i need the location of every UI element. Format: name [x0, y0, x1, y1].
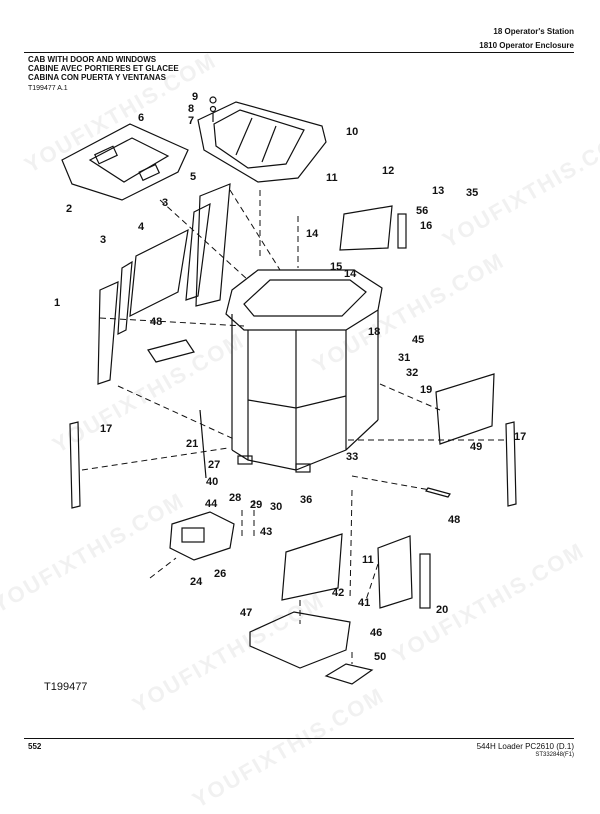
callout-24: 24: [190, 576, 203, 588]
floor-window-42: [281, 533, 343, 601]
callout-20: 20: [436, 604, 449, 616]
callout-11b: 11: [362, 554, 374, 566]
strip-20: [419, 553, 431, 609]
callout-26: 26: [214, 568, 227, 580]
callout-18: 18: [368, 326, 381, 338]
callout-12: 12: [382, 165, 395, 177]
callout-19: 19: [420, 384, 433, 396]
side-glass-4: [129, 228, 189, 318]
callout-10: 10: [346, 126, 359, 138]
callout-33: 33: [346, 451, 359, 463]
model-code: 544H Loader PC2610 (D.1): [476, 742, 574, 751]
callout-8: 8: [188, 103, 195, 115]
callout-41: 41: [358, 597, 371, 609]
callout-15: 15: [330, 261, 343, 273]
callout-5: 5: [190, 171, 197, 183]
callout-45: 45: [412, 334, 425, 346]
exploded-parts-diagram: [61, 96, 517, 685]
callout-44: 44: [205, 498, 218, 510]
document-number: ST332848(F1): [535, 752, 574, 758]
callout-29: 29: [250, 499, 263, 511]
callout-35: 35: [466, 187, 479, 199]
callout-36: 36: [300, 494, 313, 506]
callout-9: 9: [192, 91, 199, 103]
page-number: 552: [28, 742, 42, 751]
callout-32: 32: [406, 367, 419, 379]
callout-46: 46: [370, 627, 383, 639]
rear-glass-panel-1: [97, 281, 119, 385]
roof-panel: [197, 101, 327, 183]
mount-bracket: [169, 511, 235, 561]
callout-50: 50: [374, 651, 387, 663]
callout-49: 49: [470, 441, 483, 453]
callout-30: 30: [270, 501, 283, 513]
figure-label: T199477: [44, 681, 88, 693]
callout-3b: 3: [100, 234, 107, 246]
callout-4: 4: [138, 221, 145, 233]
plate-46: [249, 611, 351, 669]
pillar-right: [505, 421, 517, 507]
title-english: CAB WITH DOOR AND WINDOWS: [28, 55, 157, 64]
callout-14b: 14: [344, 268, 357, 280]
callout-56: 56: [416, 205, 429, 217]
callout-3: 3: [162, 197, 169, 209]
callout-28: 28: [229, 492, 242, 504]
callout-7: 7: [188, 115, 195, 127]
callout-27: 27: [208, 459, 221, 471]
strip-56: [397, 213, 407, 249]
rear-glass-panel-3: [117, 260, 133, 336]
callout-42: 42: [332, 587, 345, 599]
cab-frame: [225, 269, 383, 473]
callout-13: 13: [432, 185, 445, 197]
callout-47: 47: [240, 607, 253, 619]
callout-31: 31: [398, 352, 411, 364]
figure-ref-top: T199477 A.1: [28, 85, 68, 92]
callout-16: 16: [420, 220, 433, 232]
callout-1: 1: [54, 297, 61, 309]
strip-48b: [425, 487, 451, 498]
group-title: 1810 Operator Enclosure: [479, 41, 574, 50]
callout-11: 11: [326, 172, 338, 184]
pillar-left: [69, 421, 81, 509]
callout-17: 17: [100, 423, 113, 435]
side-glass-5: [195, 183, 231, 307]
door-41: [377, 535, 413, 609]
title-french: CABINE AVEC PORTIERES ET GLACEE: [28, 64, 179, 73]
callout-21: 21: [186, 438, 199, 450]
callout-6: 6: [138, 112, 145, 124]
callout-43: 43: [260, 526, 273, 538]
callout-40: 40: [206, 476, 219, 488]
header-divider: [24, 52, 574, 53]
floor-mat: [147, 339, 195, 363]
side-glass-3b: [185, 202, 211, 301]
footer-divider: [24, 738, 574, 739]
callout-48: 48: [150, 316, 163, 328]
rear-panel-12: [339, 205, 393, 251]
title-spanish: CABINA CON PUERTA Y VENTANAS: [28, 73, 166, 82]
plate-50: [324, 663, 374, 685]
callout-14: 14: [306, 228, 319, 240]
headliner: [61, 123, 189, 201]
callout-48b: 48: [448, 514, 461, 526]
section-title: 18 Operator's Station: [493, 27, 574, 36]
callout-2: 2: [66, 203, 73, 215]
callout-17b: 17: [514, 431, 527, 443]
door-panel: [435, 373, 495, 445]
